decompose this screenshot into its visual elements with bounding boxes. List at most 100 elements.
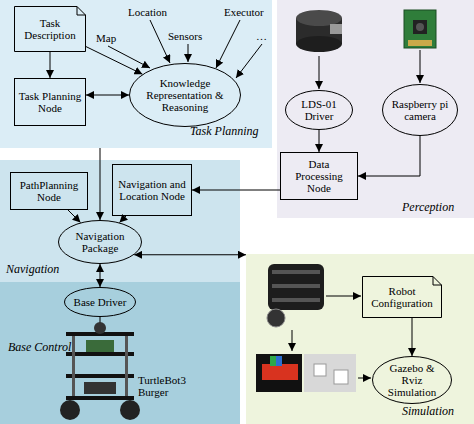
connector-arrow — [319, 130, 320, 152]
robot-wheel — [60, 400, 80, 420]
lidar-top — [296, 10, 342, 26]
ellipse-outline — [286, 91, 353, 130]
process-box: Navigation and Location Node — [112, 164, 192, 216]
input-label: Executor — [224, 6, 274, 18]
ellipse-outline — [59, 221, 142, 264]
region-heading: Simulation — [402, 404, 454, 419]
input-label: TurtleBot3 Burger — [138, 374, 200, 398]
connector-arrow — [119, 216, 126, 223]
region-band: Navigation PathPlanning Node Navigation an… — [0, 160, 240, 282]
laser-scan — [262, 364, 298, 380]
process-box: Task Planning Node — [14, 78, 86, 126]
connector-arrow — [68, 210, 81, 223]
node-text: Task Planning Node — [18, 90, 82, 114]
node-text: Task Description — [17, 17, 83, 41]
region-heading: Base Control — [8, 340, 71, 355]
robot-battery — [84, 382, 116, 394]
camera-module — [404, 10, 436, 48]
connector-arrow — [86, 47, 142, 75]
leader-arrow — [188, 44, 189, 62]
rviz-screenshot — [256, 354, 302, 392]
document-box: Task Description — [14, 6, 86, 52]
sim-robot-plate — [272, 270, 320, 274]
note-fold — [433, 277, 442, 286]
node-text: Robot Configuration — [365, 285, 439, 309]
sim-robot-wheel — [267, 309, 285, 327]
scan-marker — [270, 356, 276, 366]
leader-arrow — [326, 296, 361, 297]
input-label: Location — [128, 6, 178, 18]
connector-arrow — [100, 264, 101, 287]
process-ellipse: Navigation Package — [58, 220, 142, 264]
connector-arrow — [192, 190, 280, 191]
process-box: Data Processing Node — [280, 152, 358, 200]
sim-robot-plate — [272, 298, 320, 302]
robot-pillar — [72, 336, 75, 396]
node-text: Data Processing Node — [284, 158, 354, 194]
node-text: Knowledge Representation & Reasoning — [135, 77, 235, 113]
robot-wheel — [120, 400, 140, 420]
node-text: Navigation Package — [64, 230, 136, 254]
camera-board — [404, 10, 436, 48]
node-text: Gazebo & Rviz Simulation — [378, 362, 446, 398]
node-text: Navigation and Location Node — [116, 178, 188, 202]
node-text: LDS-01 Driver — [291, 98, 347, 122]
region-heading: Navigation — [6, 262, 59, 277]
robot-lidar — [94, 322, 106, 334]
connector-arrow — [50, 52, 51, 78]
camera-connector — [408, 40, 432, 46]
sim-robot-body — [268, 264, 324, 310]
note-outline — [15, 7, 86, 52]
connector-arrow — [412, 318, 413, 356]
connector-arrow — [358, 136, 420, 176]
process-ellipse: Knowledge Representation & Reasoning — [129, 63, 241, 127]
note-outline — [363, 277, 442, 318]
process-box: PathPlanning Node — [10, 172, 88, 210]
ellipse-outline — [373, 357, 452, 404]
robot-plate — [66, 396, 134, 400]
ellipse-outline — [383, 85, 458, 136]
connector-arrow — [86, 95, 129, 96]
input-label: … — [256, 30, 272, 42]
process-ellipse: Gazebo & Rviz Simulation — [372, 356, 452, 404]
simulation-screenshots — [256, 354, 356, 392]
input-label: Sensors — [168, 30, 218, 42]
document-box: Robot Configuration — [362, 276, 442, 318]
node-text: Raspberry pi camera — [388, 98, 452, 122]
leader-arrow — [420, 50, 421, 83]
connector-arrow — [100, 148, 101, 220]
process-ellipse: Base Driver — [64, 287, 136, 317]
robot-pillar — [125, 336, 128, 396]
gazebo-object — [334, 370, 348, 384]
region-heading: Perception — [402, 200, 454, 215]
lidar-sensor — [296, 10, 342, 52]
camera-lens — [416, 23, 424, 31]
ellipse-outline — [65, 288, 136, 317]
camera-lens-housing — [413, 20, 427, 34]
robot-board — [86, 340, 114, 352]
sim-robot-plate — [272, 284, 320, 288]
process-ellipse: LDS-01 Driver — [285, 90, 353, 130]
leader-arrow — [292, 330, 293, 351]
leader-arrow — [319, 56, 320, 89]
scan-marker — [276, 356, 282, 366]
region-heading: Task Planning — [190, 124, 259, 139]
node-text: Base Driver — [74, 296, 127, 308]
robot-plate — [66, 374, 134, 378]
gazebo-screenshot — [304, 354, 356, 392]
ellipse-outline — [130, 64, 241, 127]
note-fold — [77, 7, 86, 16]
connector-arrow — [134, 254, 246, 255]
node-text: PathPlanning Node — [14, 179, 84, 203]
region-band: Task Planning Task DescriptionTask Planni… — [0, 0, 272, 148]
leader-arrow — [358, 378, 371, 379]
process-ellipse: Raspberry pi camera — [382, 84, 458, 136]
lidar-window — [330, 24, 342, 34]
robot-plate — [66, 352, 134, 356]
gazebo-object — [314, 364, 326, 376]
input-label: Map — [96, 32, 126, 44]
lidar-base — [296, 36, 342, 52]
